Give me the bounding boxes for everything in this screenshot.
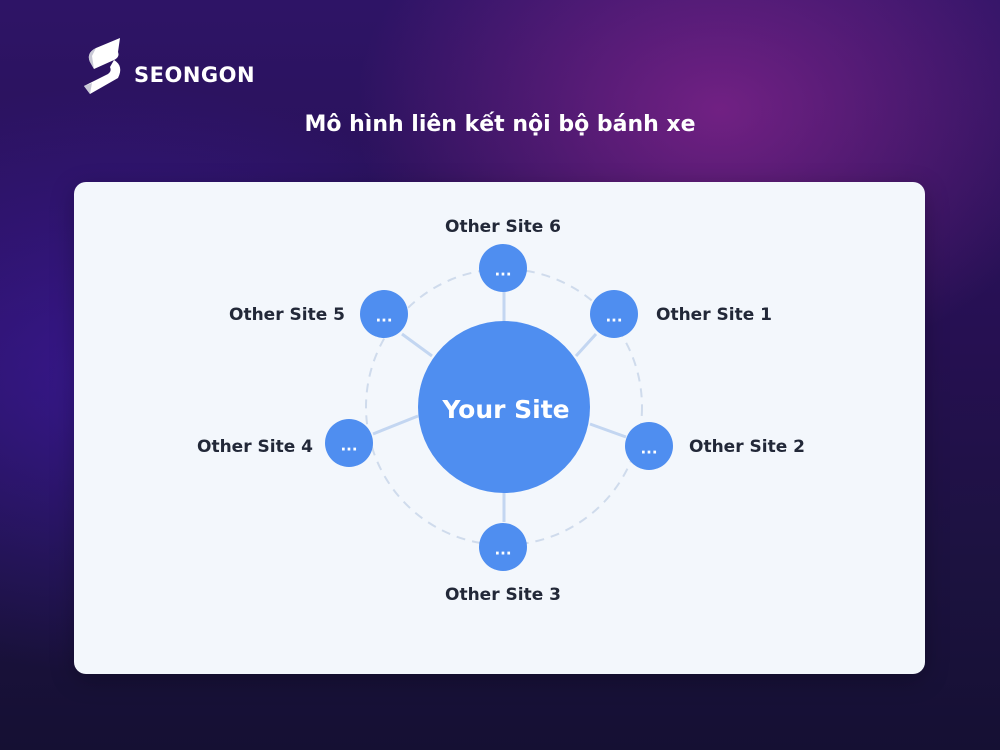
node-label: Other Site 5 [229, 305, 345, 325]
node-label: Other Site 6 [445, 217, 561, 237]
node-site-1: ... Other Site 1 [590, 290, 772, 338]
node-circle [625, 422, 673, 470]
seongon-s-logo-icon [84, 38, 121, 94]
ellipsis-icon: ... [640, 440, 657, 458]
page-title: Mô hình liên kết nội bộ bánh xe [304, 112, 696, 137]
brand-logo: SEONGON [80, 36, 255, 96]
spoke-site-2 [589, 422, 627, 439]
ellipsis-icon: ... [340, 437, 357, 455]
node-site-2: ... Other Site 2 [625, 422, 805, 470]
node-site-5: ... Other Site 5 [229, 290, 408, 338]
ellipsis-icon: ... [494, 541, 511, 559]
node-label: Other Site 4 [197, 437, 313, 457]
node-label: Other Site 2 [689, 437, 805, 457]
node-label: Other Site 3 [445, 585, 561, 605]
ellipsis-icon: ... [375, 308, 392, 326]
spoke-site-1 [574, 332, 598, 358]
node-site-3: ... Other Site 3 [445, 523, 561, 605]
hub-node: Your Site [418, 321, 590, 493]
ellipsis-icon: ... [605, 308, 622, 326]
brand-name: SEONGON [134, 63, 256, 87]
node-label: Other Site 1 [656, 305, 772, 325]
hub-label: Your Site [441, 395, 569, 424]
node-circle [325, 419, 373, 467]
spoke-site-4 [372, 414, 419, 436]
node-circle [479, 523, 527, 571]
hub-circle [418, 321, 590, 493]
node-circle [590, 290, 638, 338]
node-circle [360, 290, 408, 338]
node-site-4: ... Other Site 4 [197, 419, 373, 467]
node-site-6: ... Other Site 6 [445, 217, 561, 292]
ellipsis-icon: ... [494, 262, 511, 280]
spoke-site-5 [401, 332, 433, 358]
node-circle [479, 244, 527, 292]
spokes [372, 292, 627, 522]
